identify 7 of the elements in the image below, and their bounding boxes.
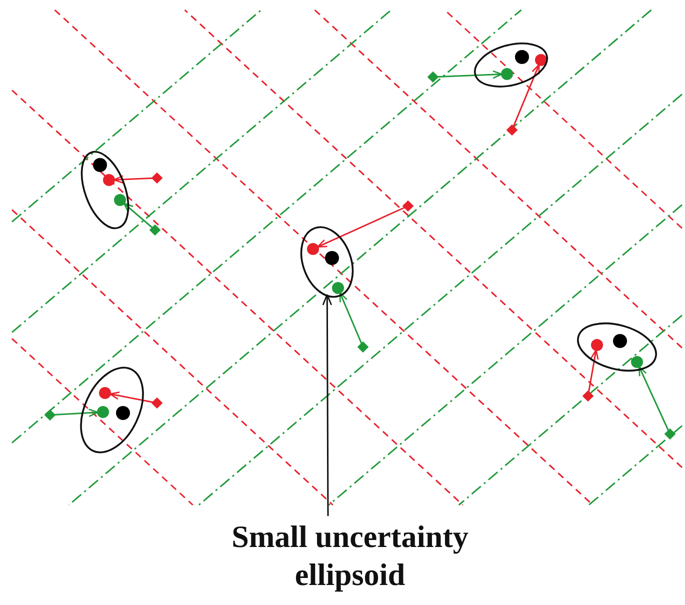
uncertainty-ellipse: [80, 366, 144, 454]
caption-text: Small uncertainty ellipsoid: [230, 518, 470, 594]
arrow: [322, 294, 332, 516]
uncertainty-ellipse: [577, 322, 657, 372]
uncertainty-ellipse: [80, 150, 130, 230]
uncertainty-ellipse: [474, 42, 548, 88]
uncertainty-ellipse: [300, 226, 354, 298]
